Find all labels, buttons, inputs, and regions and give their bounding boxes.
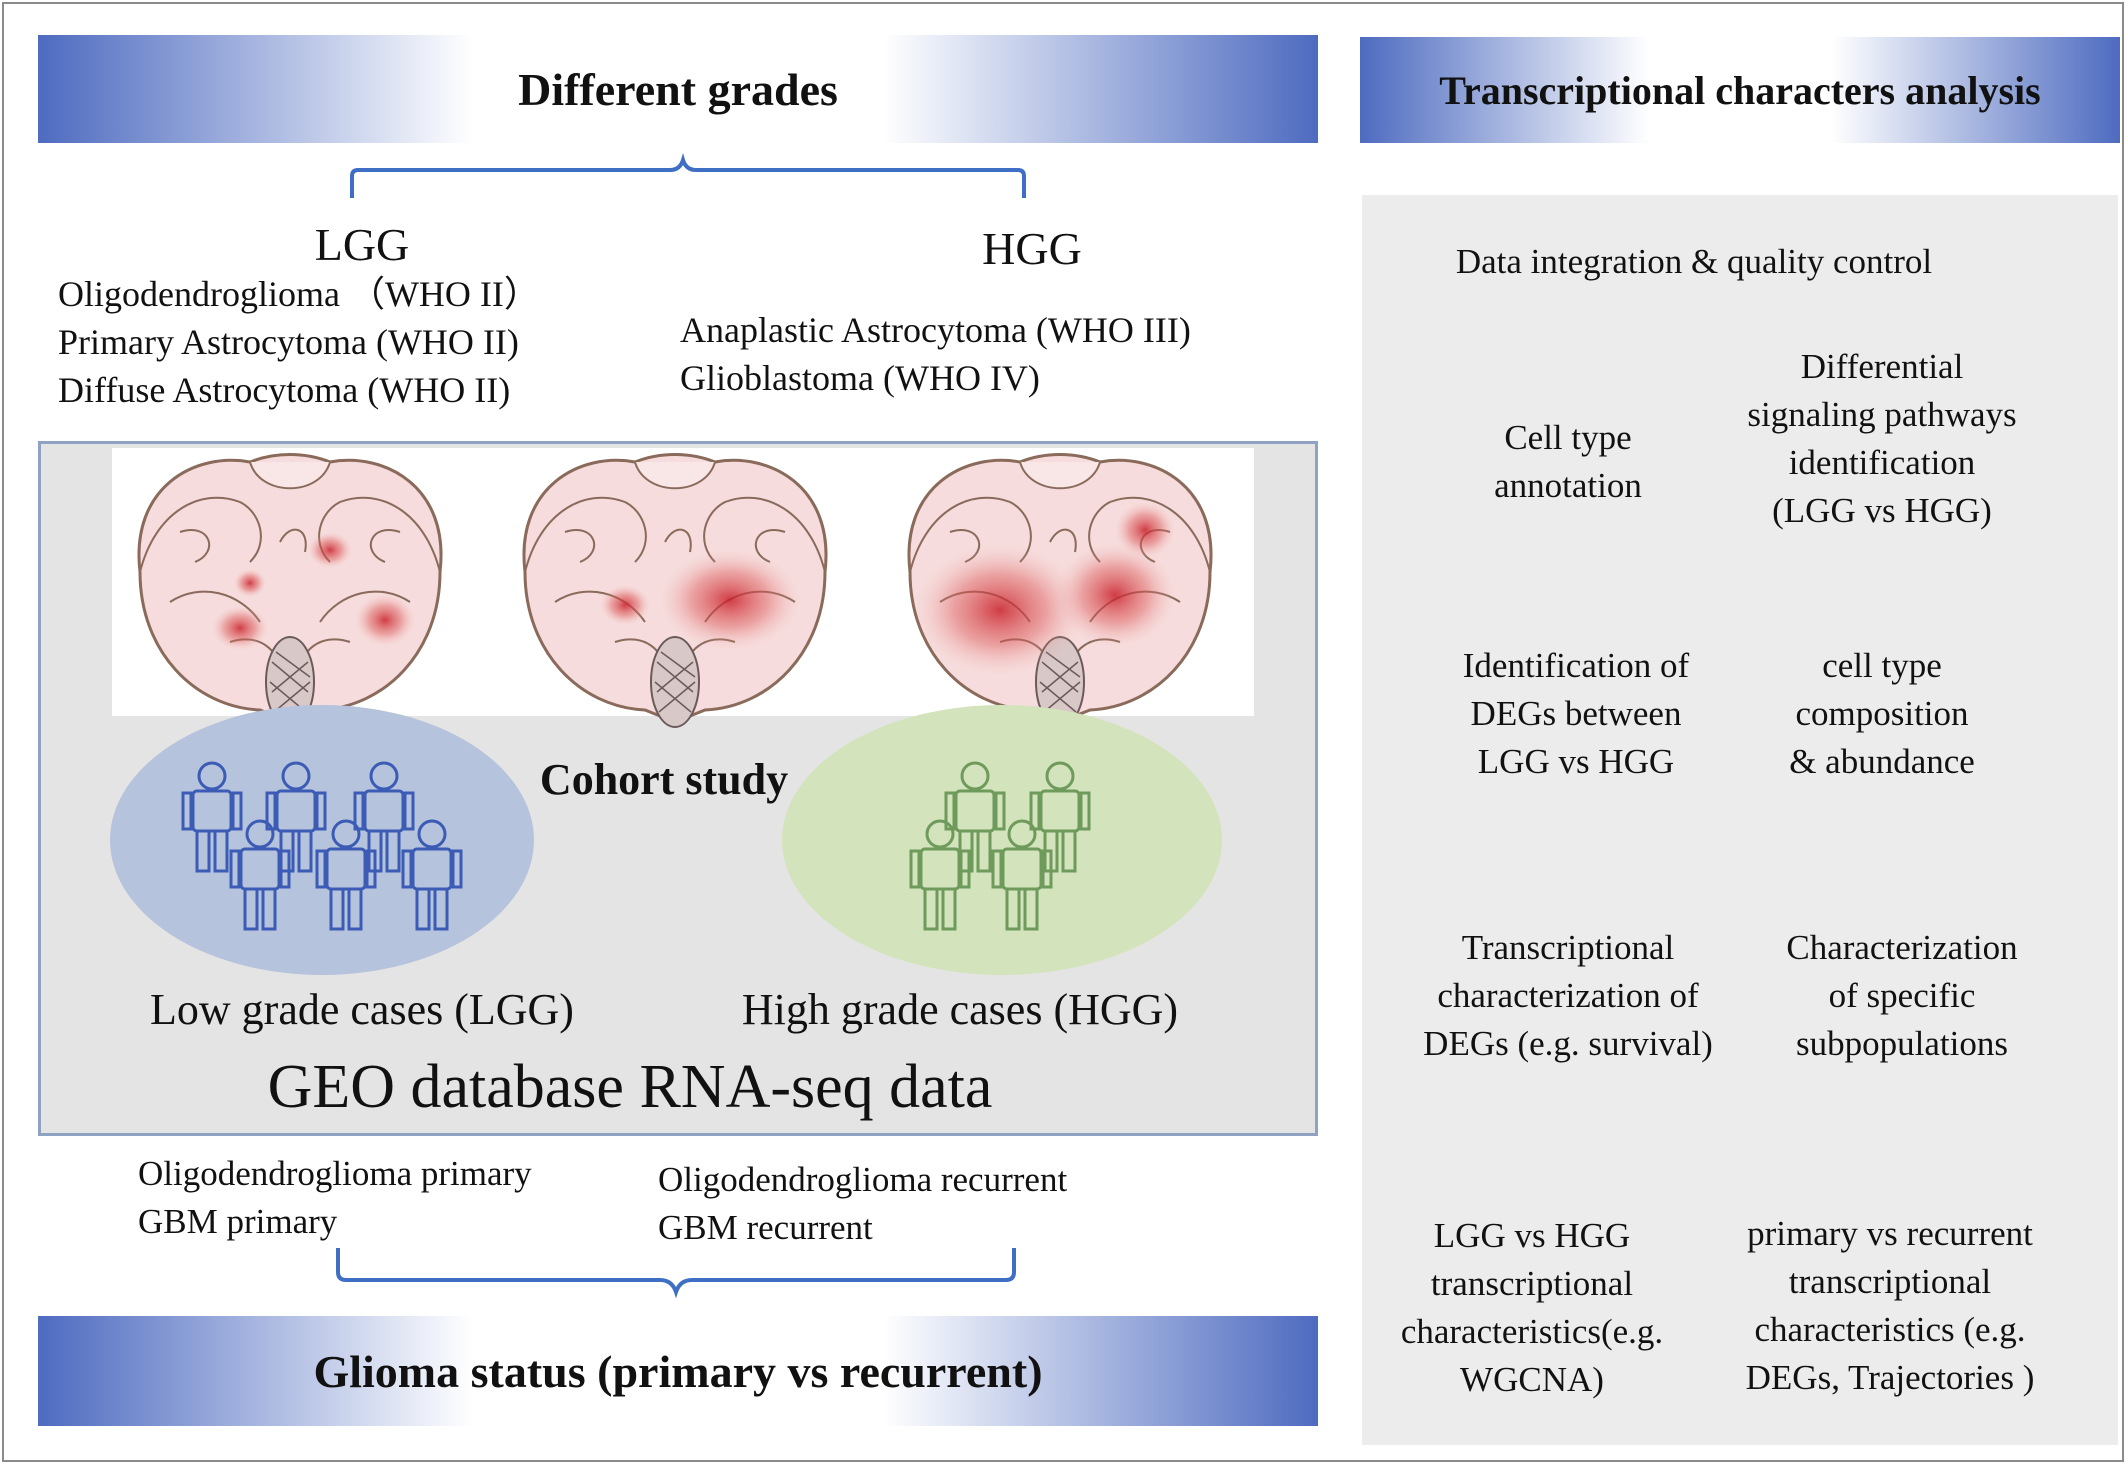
status-recurrent-item: Oligodendroglioma recurrent bbox=[658, 1160, 1068, 1199]
status-recurrent-item: GBM recurrent bbox=[658, 1208, 873, 1247]
transcriptional-characterization-node: Transcriptional characterization of DEGs… bbox=[1423, 924, 1713, 1068]
status-primary-item: Oligodendroglioma primary bbox=[138, 1154, 532, 1193]
node-line: Transcriptional bbox=[1461, 928, 1675, 967]
hgg-cohort-ellipse bbox=[782, 705, 1222, 975]
high-grade-cases-label: High grade cases (HGG) bbox=[741, 985, 1179, 1034]
node-line: transcriptional bbox=[1788, 1262, 1992, 1301]
node-line: LGG vs HGG bbox=[1477, 742, 1675, 781]
node-line: signaling pathways bbox=[1747, 395, 2017, 434]
node-line: (LGG vs HGG) bbox=[1772, 491, 1992, 530]
node-line: Identification of bbox=[1462, 646, 1690, 685]
lgg-item: Primary Astrocytoma (WHO II) bbox=[58, 322, 519, 362]
different-grades-banner: Different grades bbox=[38, 35, 1318, 143]
node-line: Characterization bbox=[1786, 928, 2018, 967]
transcriptional-analysis-title: Transcriptional characters analysis bbox=[1439, 67, 2041, 113]
data-integration-node: Data integration & quality control bbox=[1455, 242, 1933, 281]
transcriptional-analysis-banner: Transcriptional characters analysis bbox=[1360, 37, 2120, 143]
brain-lgg-illustration bbox=[137, 453, 443, 729]
hgg-item: Glioblastoma (WHO IV) bbox=[680, 358, 1040, 398]
lgg-item: Diffuse Astrocytoma (WHO II) bbox=[58, 370, 511, 410]
brain-intermediate-illustration bbox=[522, 453, 828, 729]
node-line: annotation bbox=[1494, 466, 1642, 505]
primary-recurrent-characteristics-node: primary vs recurrent transcriptional cha… bbox=[1746, 1210, 2035, 1402]
identification-degs-node: Identification of DEGs between LGG vs HG… bbox=[1463, 642, 1689, 786]
cell-type-annotation-node: Cell type annotation bbox=[1494, 414, 1642, 510]
lgg-item: Oligodendroglioma （WHO II） bbox=[58, 274, 540, 314]
subpopulations-node: Characterization of specific subpopulati… bbox=[1786, 924, 2017, 1068]
glioma-status-banner: Glioma status (primary vs recurrent) bbox=[38, 1316, 1318, 1426]
node-line: of specific bbox=[1828, 976, 1976, 1015]
node-line: characteristics(e.g. bbox=[1400, 1312, 1664, 1351]
node-line: subpopulations bbox=[1796, 1024, 2008, 1063]
brain-hgg-illustration bbox=[907, 453, 1213, 729]
lgg-heading: LGG bbox=[314, 219, 410, 270]
hgg-heading: HGG bbox=[982, 223, 1082, 274]
node-line: DEGs between bbox=[1470, 694, 1682, 733]
lgg-hgg-characteristics-node: LGG vs HGG transcriptional characteristi… bbox=[1401, 1212, 1663, 1404]
hgg-item: Anaplastic Astrocytoma (WHO III) bbox=[680, 310, 1191, 350]
node-line: LGG vs HGG bbox=[1433, 1216, 1631, 1255]
different-grades-title: Different grades bbox=[518, 63, 838, 115]
status-primary-item: GBM primary bbox=[138, 1202, 338, 1241]
transcriptional-flow-panel bbox=[1362, 195, 2118, 1445]
node-line: Differential bbox=[1800, 347, 1964, 386]
grades-brace bbox=[350, 153, 1026, 198]
node-line: primary vs recurrent bbox=[1747, 1214, 2033, 1253]
glioma-status-title: Glioma status (primary vs recurrent) bbox=[313, 1345, 1043, 1397]
differential-pathways-node: Differential signaling pathways identifi… bbox=[1747, 343, 2016, 535]
low-grade-cases-label: Low grade cases (LGG) bbox=[150, 985, 574, 1034]
node-line: characteristics (e.g. bbox=[1754, 1310, 2026, 1349]
node-line: cell type bbox=[1822, 646, 1942, 685]
node-line: characterization of bbox=[1437, 976, 1699, 1015]
geo-database-label: GEO database RNA-seq data bbox=[267, 1053, 993, 1121]
node-line: composition bbox=[1795, 694, 1969, 733]
node-line: transcriptional bbox=[1430, 1264, 1634, 1303]
node-line: Cell type bbox=[1504, 418, 1632, 457]
node-line: DEGs (e.g. survival) bbox=[1423, 1024, 1713, 1063]
cohort-study-label: Cohort study bbox=[539, 755, 789, 804]
node-line: & abundance bbox=[1789, 742, 1975, 781]
composition-abundance-node: cell type composition & abundance bbox=[1789, 642, 1975, 786]
node-line: identification bbox=[1788, 443, 1976, 482]
node-line: WGCNA) bbox=[1460, 1360, 1604, 1399]
status-brace bbox=[336, 1248, 1016, 1299]
lgg-cohort-ellipse bbox=[110, 705, 534, 975]
node-line: DEGs, Trajectories ) bbox=[1745, 1358, 2035, 1397]
